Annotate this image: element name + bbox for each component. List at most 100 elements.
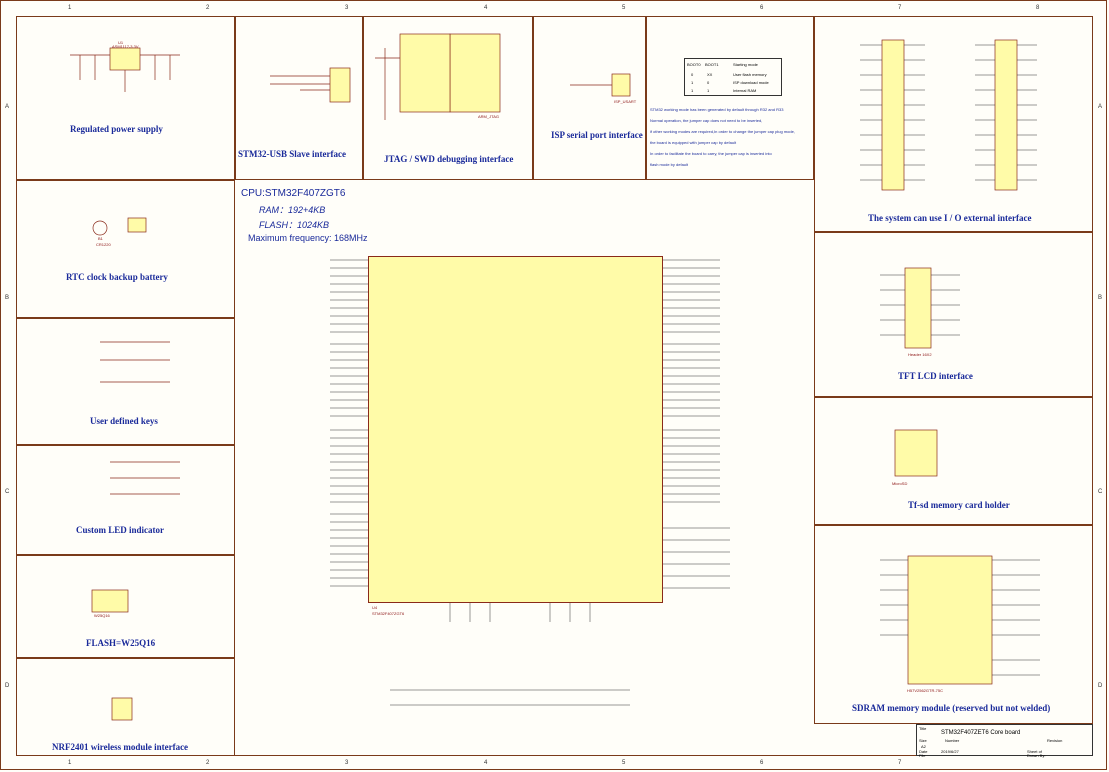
- col-tick: 1: [68, 760, 72, 766]
- row-tick: A: [5, 104, 10, 110]
- boot-note: flash mode by default: [650, 162, 689, 167]
- col-tick: 2: [206, 760, 210, 766]
- tf-part: MicroSD: [892, 481, 908, 486]
- isp-title: ISP serial port interface: [551, 130, 643, 140]
- keys-panel: [16, 318, 235, 445]
- stm32-mcu-chip: [368, 256, 663, 603]
- boot-note: STM32 working mode has been generated by…: [650, 107, 784, 112]
- boot-cell: 1: [691, 88, 694, 93]
- title-block: Title STM32F407ZET6 Core board Size Numb…: [916, 724, 1093, 758]
- col-tick: 8: [1036, 5, 1040, 11]
- isp-part: ISP_USART: [614, 99, 637, 104]
- boot-cell: 0: [691, 72, 694, 77]
- power-title: Regulated power supply: [70, 124, 163, 134]
- jtag-panel: [363, 16, 533, 180]
- title-label: Title: [919, 726, 927, 731]
- sdram-title: SDRAM memory module (reserved but not we…: [852, 703, 1051, 713]
- row-tick: D: [5, 683, 10, 689]
- row-tick: D: [1098, 683, 1103, 689]
- col-tick: 6: [760, 760, 764, 766]
- row-tick: B: [1098, 295, 1103, 301]
- keys-title: User defined keys: [90, 416, 158, 426]
- regulator-part: ASM1117-3.3V: [112, 44, 139, 49]
- col-tick: 1: [68, 5, 72, 11]
- led-panel: [16, 445, 235, 555]
- flash-panel: [16, 555, 235, 658]
- col-tick: 4: [484, 760, 488, 766]
- tft-part: Header 16X2: [908, 352, 932, 357]
- file-label: File: [919, 753, 926, 758]
- flash-part: W25Q16: [94, 613, 110, 618]
- drawn-label: Drawn By:: [1027, 753, 1046, 758]
- usb-title: STM32-USB Slave interface: [238, 149, 346, 159]
- jtag-title: JTAG / SWD debugging interface: [384, 154, 514, 164]
- power-supply-panel: [16, 16, 235, 180]
- col-tick: 4: [484, 5, 488, 11]
- led-title: Custom LED indicator: [76, 525, 165, 535]
- boot-cell: ISP download mode: [733, 80, 769, 85]
- date-label: Date: [919, 749, 928, 754]
- row-tick: B: [5, 295, 10, 301]
- sdram-panel: [814, 525, 1093, 724]
- boot-cell: Internal RAM: [733, 88, 757, 93]
- battery-part: CR1220: [96, 242, 111, 247]
- battery-ref: B1: [98, 236, 103, 241]
- boot-cell: XX: [707, 72, 713, 77]
- revision-label: Revision: [1047, 738, 1063, 743]
- size-value: A2: [921, 744, 926, 749]
- tf-title: Tf-sd memory card holder: [908, 500, 1010, 510]
- boot-cell: 1: [691, 80, 694, 85]
- isp-panel: [533, 16, 646, 180]
- sheet-label: Sheet of: [1027, 749, 1042, 754]
- jtag-part: ARM_JTAG: [478, 114, 500, 119]
- rtc-title: RTC clock backup battery: [66, 272, 168, 282]
- boot-header: BOOT0: [687, 62, 701, 67]
- boot-note: the board is equipped with jumper cap by…: [650, 140, 737, 145]
- col-tick: 7: [898, 760, 902, 766]
- title-value: STM32F407ZET6 Core board: [941, 730, 1021, 736]
- boot-note: In order to facilitate the board to carr…: [650, 151, 772, 156]
- boot-mode-table: BOOT0 BOOT1 Starting mode 0 XX User flas…: [684, 58, 782, 96]
- tft-title: TFT LCD interface: [898, 371, 973, 381]
- nrf-title: NRF2401 wireless module interface: [52, 742, 189, 752]
- mcu-part: STM32F407ZGT6: [372, 611, 405, 616]
- ext-io-panel: [814, 16, 1093, 232]
- sdram-part: H57V2562GTR-75C: [907, 688, 944, 693]
- col-tick: 5: [622, 760, 626, 766]
- row-tick: A: [1098, 104, 1103, 110]
- tf-panel: [814, 397, 1093, 525]
- boot-cell: 0: [707, 80, 710, 85]
- col-tick: 5: [622, 5, 626, 11]
- cpu-frequency: Maximum frequency: 168MHz: [248, 233, 368, 243]
- col-tick: 7: [898, 5, 902, 11]
- size-label: Size: [919, 738, 927, 743]
- col-tick: 2: [206, 5, 210, 11]
- number-label: Number: [945, 738, 960, 743]
- boot-cell: User flash memory: [733, 72, 767, 77]
- row-tick: C: [1098, 489, 1103, 495]
- nrf-panel: [16, 658, 235, 756]
- boot-cell: 1: [707, 88, 710, 93]
- cpu-title: CPU:STM32F407ZGT6: [241, 188, 346, 199]
- col-tick: 6: [760, 5, 764, 11]
- flash-title: FLASH=W25Q16: [86, 638, 156, 648]
- boot-note: Normal operation, the jumper cap does no…: [650, 118, 763, 123]
- mcu-ref: U4: [372, 605, 378, 610]
- rtc-panel: [16, 180, 235, 318]
- row-tick: C: [5, 489, 10, 495]
- boot-panel: [646, 16, 814, 180]
- col-tick: 3: [345, 5, 349, 11]
- date-value: 2019/6/27: [941, 749, 959, 754]
- col-tick: 3: [345, 760, 349, 766]
- tft-panel: [814, 232, 1093, 397]
- cpu-flash: FLASH：1024KB: [259, 220, 330, 230]
- regulator-ref: U1: [118, 40, 124, 45]
- cpu-ram: RAM：192+4KB: [259, 205, 326, 215]
- ext-title: The system can use I / O external interf…: [868, 213, 1032, 223]
- boot-header: BOOT1: [705, 62, 719, 67]
- usb-panel: [235, 16, 363, 180]
- boot-note: if other working modes are required,In o…: [650, 129, 795, 134]
